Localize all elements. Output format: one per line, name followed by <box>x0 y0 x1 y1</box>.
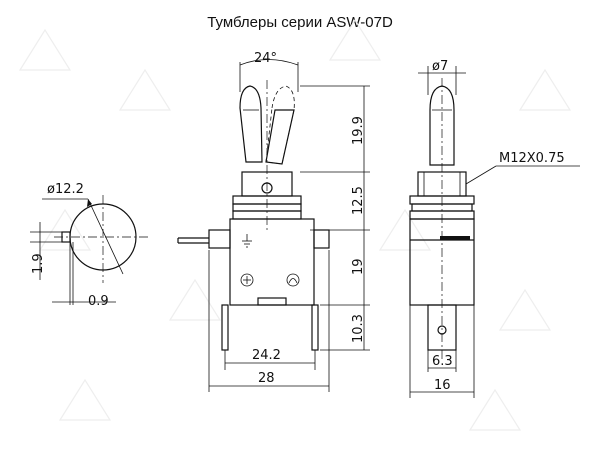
dim-0-9-label: 0.9 <box>88 294 109 309</box>
dim-19-9-label: 19.9 <box>351 116 366 145</box>
lever-angle-label: 24° <box>254 51 277 66</box>
dim-12-5-label: 12.5 <box>351 186 366 215</box>
lever-diameter-label: ø7 <box>432 59 448 74</box>
dim-6-3-label: 6.3 <box>432 354 453 369</box>
lever-left <box>239 85 263 163</box>
switch-body <box>229 218 315 306</box>
dim-16-label: 16 <box>434 378 451 393</box>
dim-19-label: 19 <box>351 258 366 275</box>
dim-1-9-label: 1.9 <box>31 253 46 274</box>
front-view <box>177 59 370 392</box>
dim-28-label: 28 <box>258 371 275 386</box>
dim-10-3-label: 10.3 <box>351 314 366 343</box>
cap-tab <box>61 231 71 243</box>
terminal-right <box>311 304 319 351</box>
lever-right <box>265 85 295 165</box>
cap-view <box>30 195 150 305</box>
watermark-pattern <box>18 18 572 431</box>
page-title: Тумблеры серии ASW-07D <box>207 14 393 31</box>
thread-label: M12X0.75 <box>499 151 565 166</box>
dim-24-2-label: 24.2 <box>252 348 281 363</box>
terminal-left <box>221 304 229 351</box>
side-view <box>409 66 580 398</box>
cap-diameter-label: ø12.2 <box>47 182 84 197</box>
side-lever <box>429 85 455 166</box>
side-terminal <box>427 304 457 351</box>
